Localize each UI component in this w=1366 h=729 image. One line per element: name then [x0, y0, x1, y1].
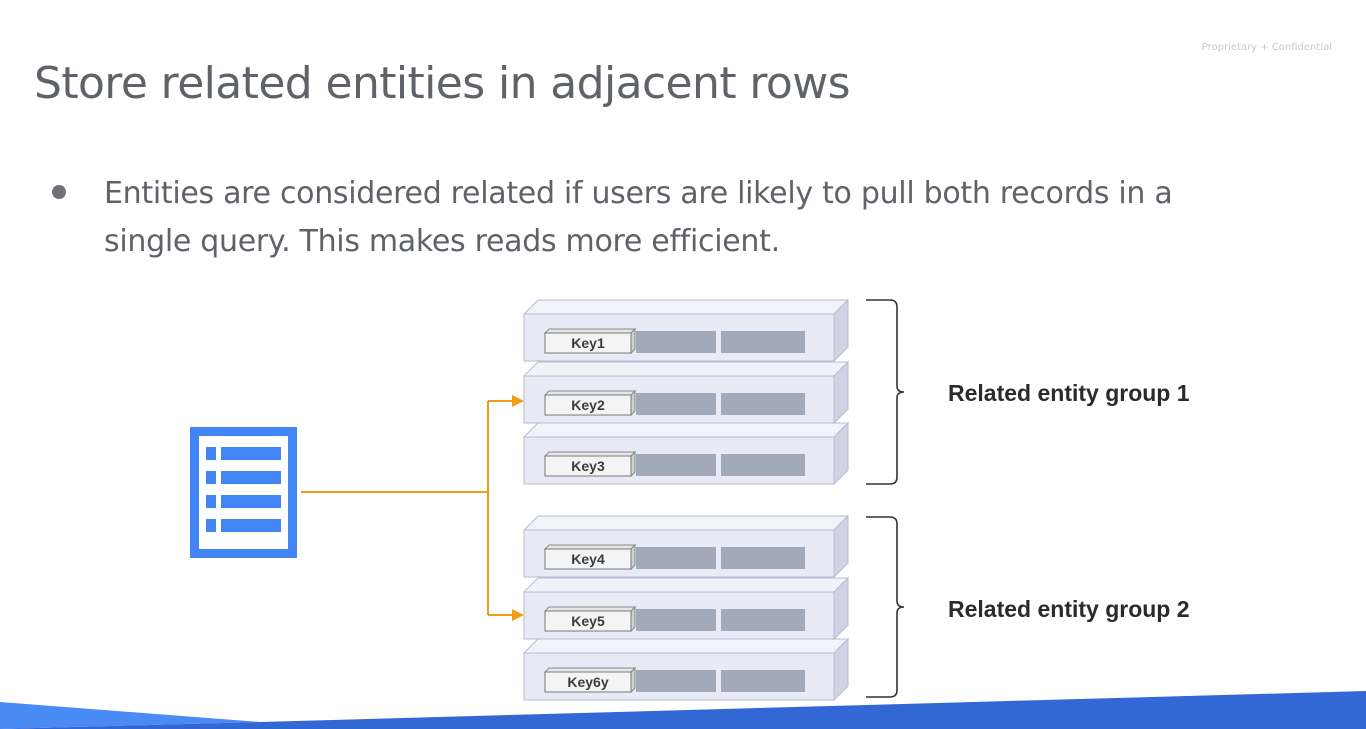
key-box [544, 548, 632, 570]
row-block: Key5 [522, 576, 850, 641]
table-icon-line [221, 471, 281, 484]
row-value-cell [636, 454, 716, 476]
key-box-top [543, 544, 637, 550]
row-value-cell [721, 454, 805, 476]
table-icon-bullet [206, 495, 216, 508]
key-label: Key4 [571, 551, 605, 567]
row-value-cell [721, 547, 805, 569]
key-label: Key6y [567, 674, 608, 690]
key-label: Key3 [571, 458, 605, 474]
row-block: Key3 [522, 421, 850, 486]
key-label: Key2 [571, 397, 605, 413]
row-block: Key1 [522, 298, 850, 363]
row-block: Key6y [522, 637, 850, 702]
row-value-cell [721, 609, 805, 631]
row-value-cell [636, 670, 716, 692]
row-value-cell [636, 547, 716, 569]
bullet-text: Entities are considered related if users… [104, 176, 1173, 259]
key-label: Key1 [571, 335, 605, 351]
row-block: Key2 [522, 360, 850, 425]
footer-band-light [0, 702, 260, 729]
key-box-side [630, 543, 636, 571]
row-top-face [522, 361, 850, 377]
row-value-cell [636, 331, 716, 353]
key-box [544, 671, 632, 693]
row-block: Key4 [522, 514, 850, 579]
key-box-top [543, 451, 637, 457]
row-top-face [522, 638, 850, 654]
key-box-top [543, 606, 637, 612]
row-value-cell [636, 393, 716, 415]
key-box-top [543, 667, 637, 673]
row-top-face [522, 577, 850, 593]
brace-group-2 [866, 516, 905, 698]
arrowhead-key2 [512, 395, 524, 407]
row-top-face [522, 515, 850, 531]
connector-arrows [301, 395, 524, 621]
key-label: Key5 [571, 613, 605, 629]
table-icon [190, 427, 297, 558]
key-box-top [543, 328, 637, 334]
key-box [544, 610, 632, 632]
arrowhead-key5 [512, 609, 524, 621]
row-top-face [522, 422, 850, 438]
confidential-note: Proprietary + Confidential [1201, 42, 1332, 53]
row-value-cell [636, 609, 716, 631]
row-top-face [522, 299, 850, 315]
key-box-side [630, 389, 636, 417]
key-box [544, 455, 632, 477]
key-box-top [543, 390, 637, 396]
table-icon-bullet [206, 519, 216, 532]
row-value-cell [721, 670, 805, 692]
group-label-2: Related entity group 2 [948, 596, 1190, 622]
row-value-cell [721, 331, 805, 353]
slide-title: Store related entities in adjacent rows [34, 58, 851, 109]
key-box-side [630, 450, 636, 478]
key-box [544, 332, 632, 354]
key-box-side [630, 605, 636, 633]
table-icon-bullet [206, 447, 216, 460]
brace-group-1 [866, 299, 905, 485]
group-label-1: Related entity group 1 [948, 380, 1190, 406]
key-box [544, 394, 632, 416]
table-icon-bullet [206, 471, 216, 484]
footer-band-dark [0, 691, 1366, 729]
table-icon-line [221, 495, 281, 508]
table-icon-line [221, 447, 281, 460]
key-box-side [630, 327, 636, 355]
row-value-cell [721, 393, 805, 415]
bullet-dot [52, 185, 66, 199]
key-box-side [630, 666, 636, 694]
table-icon-line [221, 519, 281, 532]
